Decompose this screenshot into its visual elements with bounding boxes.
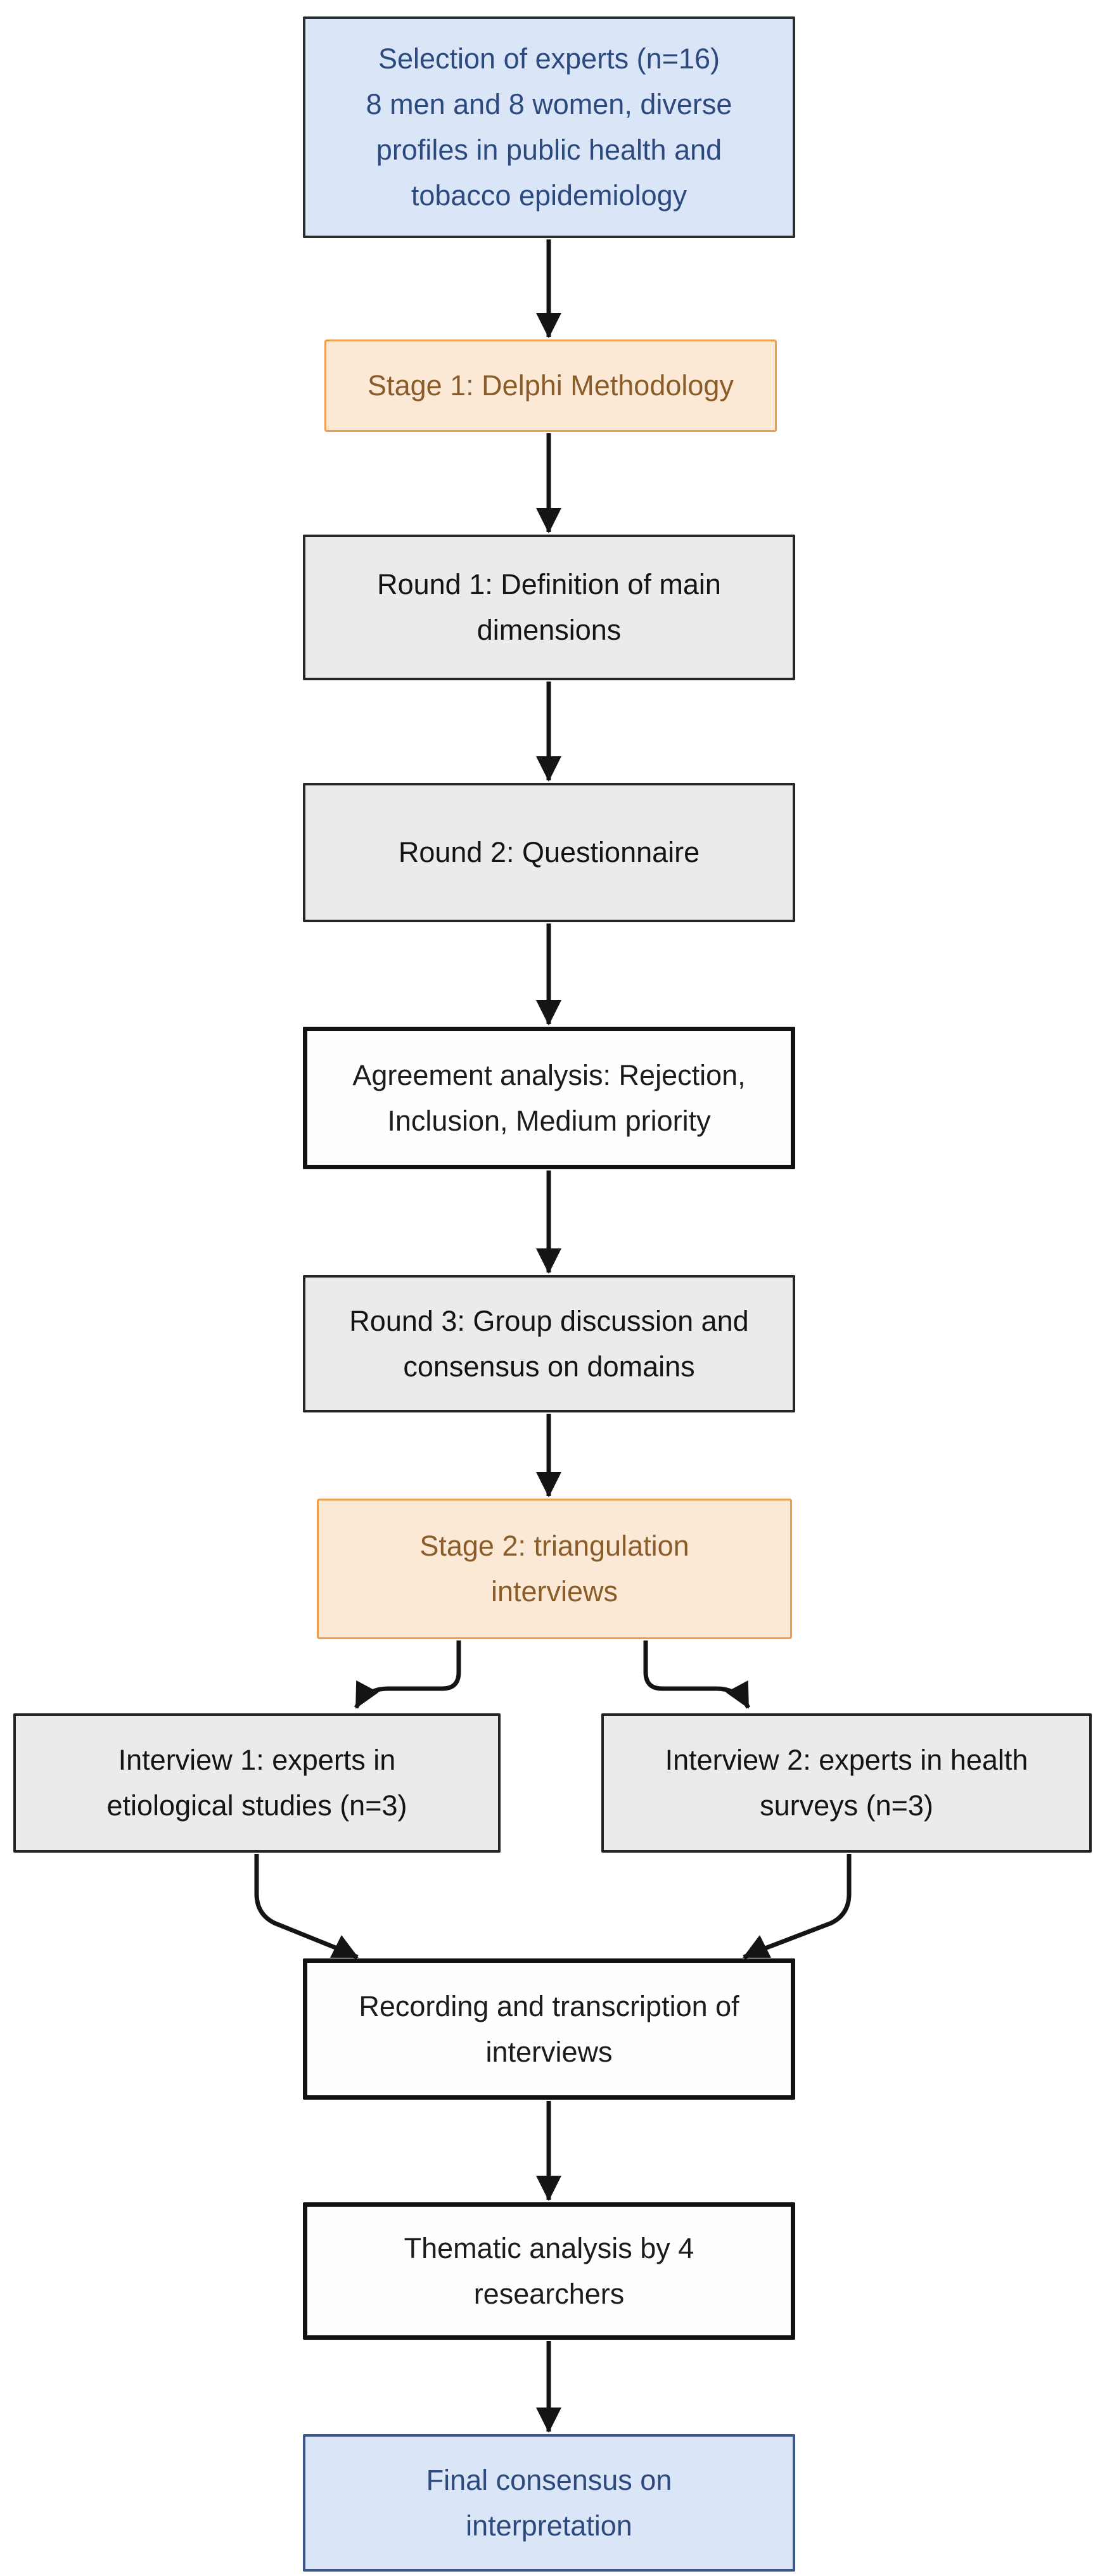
- node-round-1-label: Round 1: Definition of main dimensions: [377, 568, 721, 646]
- node-final-consensus-label: Final consensus on interpretation: [426, 2463, 672, 2542]
- node-thematic-analysis: Thematic analysis by 4 researchers: [303, 2202, 795, 2340]
- node-interview-2-label: Interview 2: experts in health surveys (…: [665, 1744, 1028, 1822]
- arrow-stage2-to-interview1: [354, 1640, 461, 1709]
- node-selection-of-experts-label: Selection of experts (n=16) 8 men and 8 …: [366, 42, 732, 212]
- node-round-2-label: Round 2: Questionnaire: [398, 836, 700, 868]
- node-interview-1: Interview 1: experts in etiological stud…: [13, 1713, 501, 1853]
- node-recording-transcription-label: Recording and transcription of interview…: [359, 1989, 739, 2068]
- node-interview-1-label: Interview 1: experts in etiological stud…: [106, 1744, 407, 1822]
- node-thematic-analysis-label: Thematic analysis by 4 researchers: [404, 2231, 694, 2310]
- node-round-3-label: Round 3: Group discussion and consensus …: [349, 1304, 749, 1383]
- node-final-consensus: Final consensus on interpretation: [303, 2434, 795, 2572]
- node-round-3: Round 3: Group discussion and consensus …: [303, 1275, 795, 1412]
- node-stage-2: Stage 2: triangulation interviews: [317, 1499, 792, 1639]
- node-selection-of-experts: Selection of experts (n=16) 8 men and 8 …: [303, 16, 795, 238]
- node-recording-transcription: Recording and transcription of interview…: [303, 1958, 795, 2100]
- node-stage-1-label: Stage 1: Delphi Methodology: [368, 369, 734, 402]
- arrow-interview1-to-recording: [254, 1854, 359, 1960]
- node-stage-1: Stage 1: Delphi Methodology: [324, 339, 777, 432]
- node-round-2: Round 2: Questionnaire: [303, 783, 795, 922]
- arrow-interview2-to-recording: [743, 1854, 852, 1960]
- arrow-stage2-to-interview2: [643, 1640, 751, 1709]
- node-agreement-analysis-label: Agreement analysis: Rejection, Inclusion…: [352, 1058, 746, 1137]
- node-round-1: Round 1: Definition of main dimensions: [303, 535, 795, 680]
- node-interview-2: Interview 2: experts in health surveys (…: [601, 1713, 1092, 1853]
- node-agreement-analysis: Agreement analysis: Rejection, Inclusion…: [303, 1027, 795, 1169]
- node-stage-2-label: Stage 2: triangulation interviews: [419, 1530, 689, 1608]
